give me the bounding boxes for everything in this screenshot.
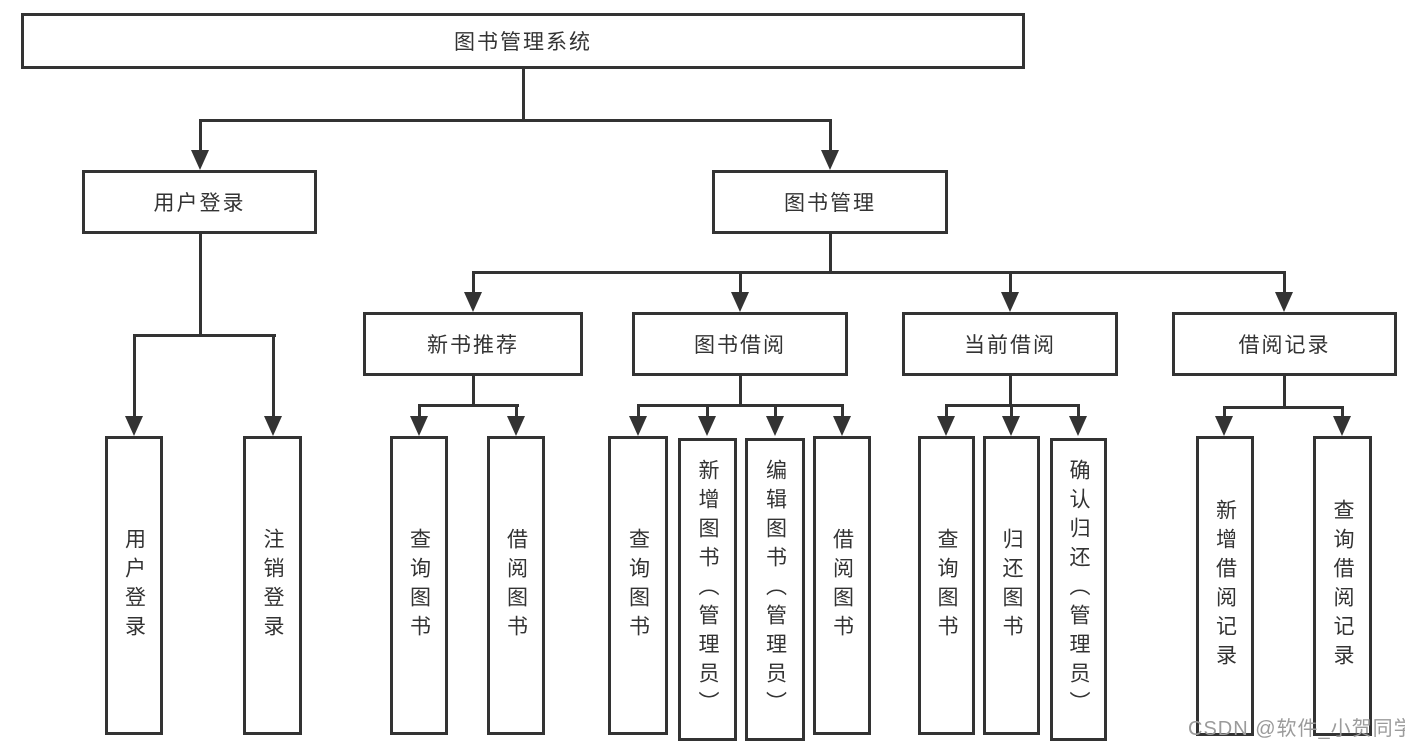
leaf-add-borrow-record: 新增借阅记录: [1196, 436, 1254, 736]
leaf-borrow-borrow-books: 借阅图书: [813, 436, 871, 735]
connector-line: [637, 404, 640, 418]
connector-line: [133, 334, 276, 337]
arrow-down-icon: [1215, 416, 1233, 436]
leaf-confirm-return-admin-label: 确认归还（管理员）: [1067, 459, 1091, 720]
arrow-down-icon: [410, 416, 428, 436]
arrow-down-icon: [731, 292, 749, 312]
leaf-add-books-admin: 新增图书（管理员）: [678, 438, 737, 741]
leaf-edit-books-admin-label: 编辑图书（管理员）: [763, 459, 787, 720]
connector-line: [1077, 404, 1080, 418]
connector-line: [199, 119, 202, 153]
leaf-query-borrow-record: 查询借阅记录: [1313, 436, 1372, 736]
connector-line: [637, 404, 844, 407]
connector-line: [1010, 404, 1013, 418]
connector-line: [945, 404, 948, 418]
node-current-borrow: 当前借阅: [902, 312, 1118, 376]
leaf-recommend-query-books-label: 查询图书: [407, 527, 431, 644]
node-new-book-recommend: 新书推荐: [363, 312, 583, 376]
leaf-edit-books-admin: 编辑图书（管理员）: [745, 438, 805, 741]
node-root: 图书管理系统: [21, 13, 1025, 69]
connector-line: [739, 271, 742, 295]
connector-line: [472, 271, 475, 295]
connector-line: [1283, 271, 1286, 295]
leaf-confirm-return-admin: 确认归还（管理员）: [1050, 438, 1107, 741]
node-book-borrow: 图书借阅: [632, 312, 848, 376]
leaf-current-query-books-label: 查询图书: [935, 527, 959, 644]
connector-line: [1009, 376, 1012, 407]
arrow-down-icon: [1001, 292, 1019, 312]
connector-line: [133, 334, 136, 418]
connector-line: [418, 404, 519, 407]
arrow-down-icon: [191, 150, 209, 170]
node-new-book-recommend-label: 新书推荐: [427, 334, 519, 357]
leaf-add-borrow-record-label: 新增借阅记录: [1213, 499, 1237, 673]
arrow-down-icon: [1333, 416, 1351, 436]
connector-line: [829, 233, 832, 274]
connector-line: [829, 119, 832, 153]
connector-line: [739, 376, 742, 407]
node-root-label: 图书管理系统: [454, 31, 592, 54]
arrow-down-icon: [1275, 292, 1293, 312]
node-book-management: 图书管理: [712, 170, 948, 234]
leaf-query-borrow-record-label: 查询借阅记录: [1331, 499, 1355, 673]
node-book-management-label: 图书管理: [784, 192, 876, 215]
connector-line: [1341, 406, 1344, 418]
leaf-return-books: 归还图书: [983, 436, 1040, 735]
connector-line: [774, 404, 777, 418]
node-user-login: 用户登录: [82, 170, 317, 234]
arrow-down-icon: [1002, 416, 1020, 436]
connector-line: [472, 271, 1286, 274]
leaf-add-books-admin-label: 新增图书（管理员）: [696, 459, 720, 720]
leaf-user-login-label: 用户登录: [122, 527, 146, 644]
node-borrow-records-label: 借阅记录: [1238, 334, 1331, 357]
arrow-down-icon: [464, 292, 482, 312]
node-borrow-records: 借阅记录: [1172, 312, 1397, 376]
connector-line: [1223, 406, 1344, 409]
connector-line: [841, 404, 844, 418]
leaf-logout: 注销登录: [243, 436, 302, 735]
node-user-login-label: 用户登录: [153, 192, 246, 215]
connector-line: [706, 404, 709, 418]
arrow-down-icon: [766, 416, 784, 436]
connector-line: [418, 404, 421, 418]
connector-line: [272, 334, 275, 418]
leaf-recommend-query-books: 查询图书: [390, 436, 448, 735]
node-book-borrow-label: 图书借阅: [694, 334, 786, 357]
arrow-down-icon: [821, 150, 839, 170]
leaf-current-query-books: 查询图书: [918, 436, 975, 735]
csdn-watermark: CSDN @软件_小贺同学: [1188, 718, 1405, 740]
arrow-down-icon: [698, 416, 716, 436]
connector-line: [1283, 376, 1286, 408]
leaf-borrow-borrow-books-label: 借阅图书: [830, 527, 854, 644]
arrow-down-icon: [1069, 416, 1087, 436]
connector-line: [199, 233, 202, 337]
leaf-user-login: 用户登录: [105, 436, 163, 735]
leaf-return-books-label: 归还图书: [1000, 527, 1024, 644]
arrow-down-icon: [264, 416, 282, 436]
connector-line: [1009, 271, 1012, 295]
arrow-down-icon: [629, 416, 647, 436]
connector-line: [515, 404, 518, 418]
leaf-recommend-borrow-books: 借阅图书: [487, 436, 545, 735]
leaf-logout-label: 注销登录: [261, 527, 285, 644]
connector-line: [522, 68, 525, 122]
connector-line: [472, 376, 475, 407]
leaf-borrow-query-books-label: 查询图书: [626, 527, 650, 644]
leaf-recommend-borrow-books-label: 借阅图书: [504, 527, 528, 644]
arrow-down-icon: [937, 416, 955, 436]
connector-line: [199, 119, 832, 122]
connector-line: [1223, 406, 1226, 418]
leaf-borrow-query-books: 查询图书: [608, 436, 668, 735]
arrow-down-icon: [507, 416, 525, 436]
node-current-borrow-label: 当前借阅: [964, 334, 1056, 357]
arrow-down-icon: [833, 416, 851, 436]
arrow-down-icon: [125, 416, 143, 436]
